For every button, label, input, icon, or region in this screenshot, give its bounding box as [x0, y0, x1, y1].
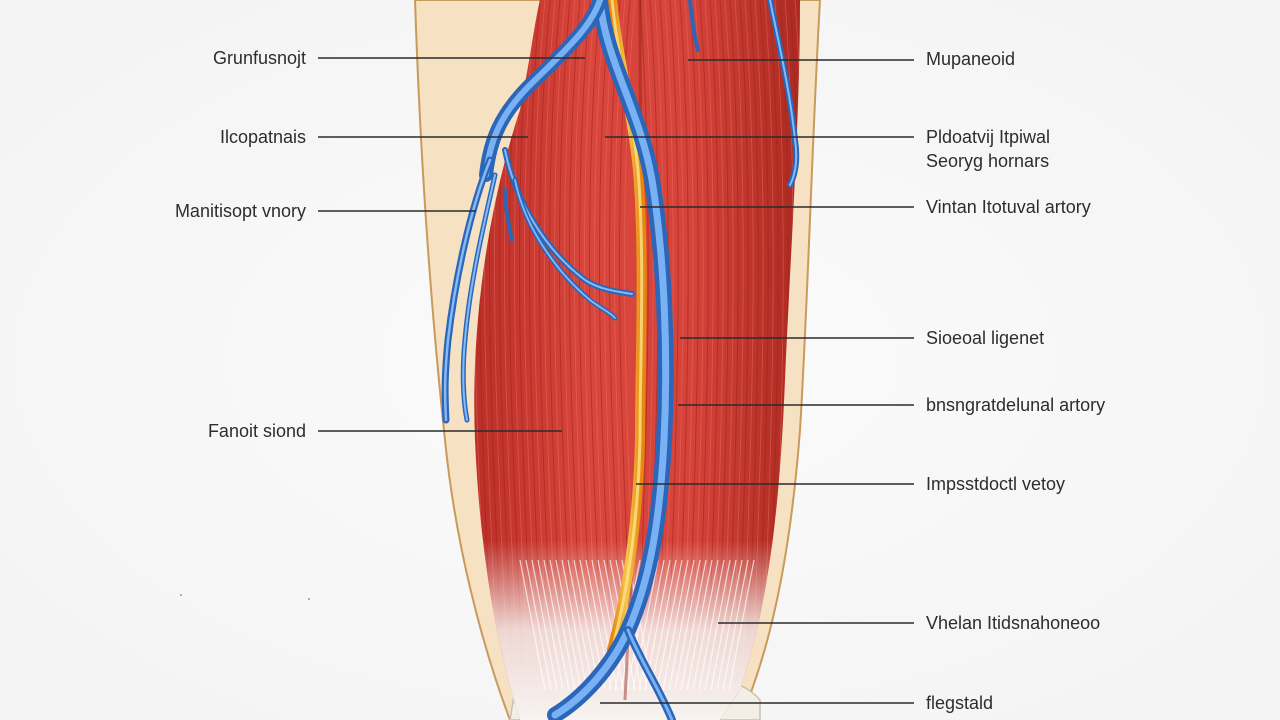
tendon-streak	[656, 559, 683, 691]
tendon-streak	[710, 559, 737, 691]
label-right-1: Mupaneoid	[926, 49, 1016, 69]
label-right-3: Vintan Itotuval artory	[926, 197, 1091, 217]
label-right-8: flegstald	[926, 693, 994, 713]
label-left-1: Grunfusnojt	[212, 48, 306, 68]
tendon-streak	[573, 559, 600, 691]
tendon-streak	[716, 559, 743, 691]
tendon-streak	[555, 559, 582, 691]
stray-dot-1	[180, 594, 182, 596]
tendon-streak	[662, 559, 689, 691]
leader-lines-left	[318, 57, 585, 432]
tendon-streak	[567, 559, 594, 691]
tendon-streak	[698, 559, 725, 691]
label-right-2b: Seoryg hornars	[926, 151, 1050, 171]
tendon-streak	[650, 559, 677, 691]
label-right-2a: Pldoatvij Itpiwal	[926, 127, 1051, 147]
tendon-streak	[722, 559, 749, 691]
tendon-streak	[686, 559, 713, 691]
tendon-streak	[680, 559, 707, 691]
stray-dot-2	[308, 598, 310, 600]
leader-lines-right	[600, 59, 914, 704]
tendon-streak	[549, 559, 576, 691]
tendon-streak	[537, 559, 564, 691]
tendon-streak	[674, 559, 701, 691]
tendon-streak	[692, 559, 719, 691]
tendon-streak	[728, 559, 755, 691]
tendon-streak	[531, 559, 558, 691]
tendon-streak	[561, 559, 588, 691]
tendon-streak	[704, 559, 731, 691]
tendon-streak	[519, 559, 546, 691]
tendon-streak	[668, 559, 695, 691]
label-left-4: Fanoit siond	[207, 421, 306, 441]
tendon-streak	[525, 559, 552, 691]
label-right-5: bnsngratdelunal artory	[926, 395, 1106, 415]
label-right-6: Impsstdoctl vetoy	[926, 474, 1066, 494]
label-right-4: Sioeoal ligenet	[926, 328, 1045, 348]
label-left-2: Ilcopatnais	[219, 127, 306, 147]
label-left-3: Manitisopt vnory	[174, 201, 306, 221]
label-right-7: Vhelan Itidsnahoneoo	[926, 613, 1101, 633]
tendon-streak	[632, 559, 659, 691]
tendon-streak	[543, 559, 570, 691]
